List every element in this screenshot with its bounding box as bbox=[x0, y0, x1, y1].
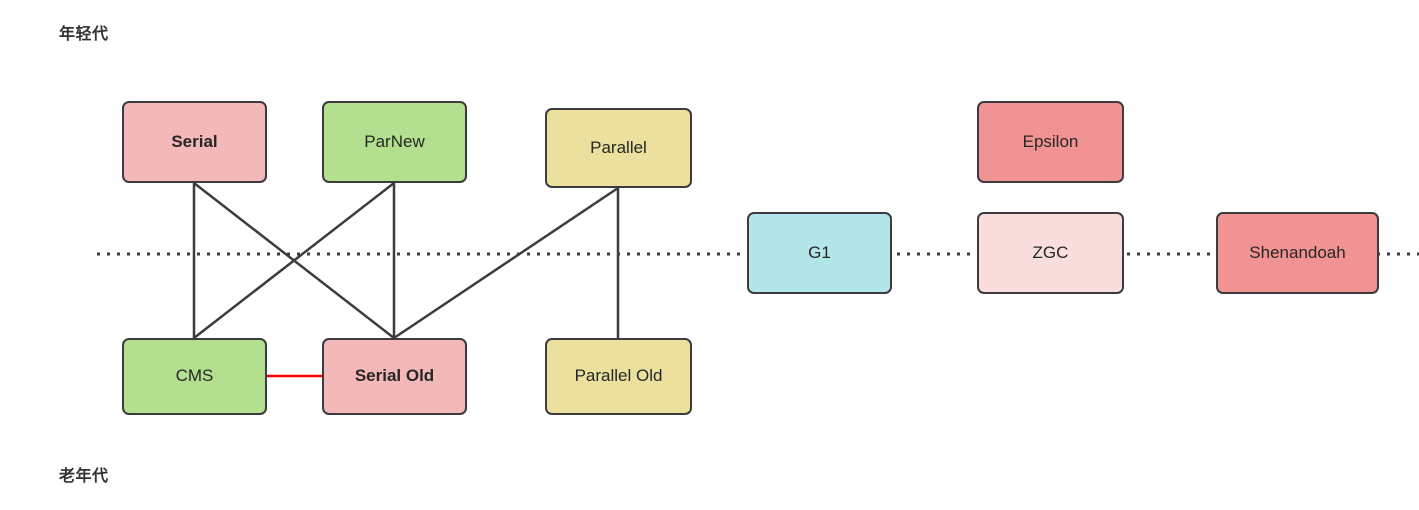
node-label-shenandoah: Shenandoah bbox=[1249, 242, 1346, 262]
node-label-parnew: ParNew bbox=[364, 131, 425, 151]
node-serial-old[interactable]: Serial Old bbox=[322, 338, 467, 415]
node-label-serial-old: Serial Old bbox=[354, 366, 435, 386]
node-label-parallel: Parallel bbox=[590, 137, 647, 157]
node-label-cms: CMS bbox=[175, 366, 214, 386]
node-zgc[interactable]: ZGC bbox=[977, 212, 1124, 294]
edge-parallel-serialold bbox=[393, 186, 619, 340]
node-parnew[interactable]: ParNew bbox=[322, 101, 467, 183]
node-label-zgc: ZGC bbox=[1032, 242, 1069, 262]
node-parallel[interactable]: Parallel bbox=[545, 108, 692, 188]
node-epsilon[interactable]: Epsilon bbox=[977, 101, 1124, 183]
node-label-g1: G1 bbox=[808, 242, 831, 262]
node-label-epsilon: Epsilon bbox=[1022, 131, 1079, 151]
node-label-serial: Serial bbox=[171, 131, 218, 151]
node-serial[interactable]: Serial bbox=[122, 101, 267, 183]
edge-serial-serialold bbox=[193, 182, 395, 339]
node-shenandoah[interactable]: Shenandoah bbox=[1216, 212, 1379, 294]
node-label-parallel-old: Parallel Old bbox=[574, 366, 663, 386]
edge-parnew-cms bbox=[193, 182, 395, 339]
old-generation-label: 老年代 bbox=[59, 468, 109, 485]
node-g1[interactable]: G1 bbox=[747, 212, 892, 294]
node-parallel-old[interactable]: Parallel Old bbox=[545, 338, 692, 415]
node-cms[interactable]: CMS bbox=[122, 338, 267, 415]
young-generation-label: 年轻代 bbox=[59, 26, 109, 43]
